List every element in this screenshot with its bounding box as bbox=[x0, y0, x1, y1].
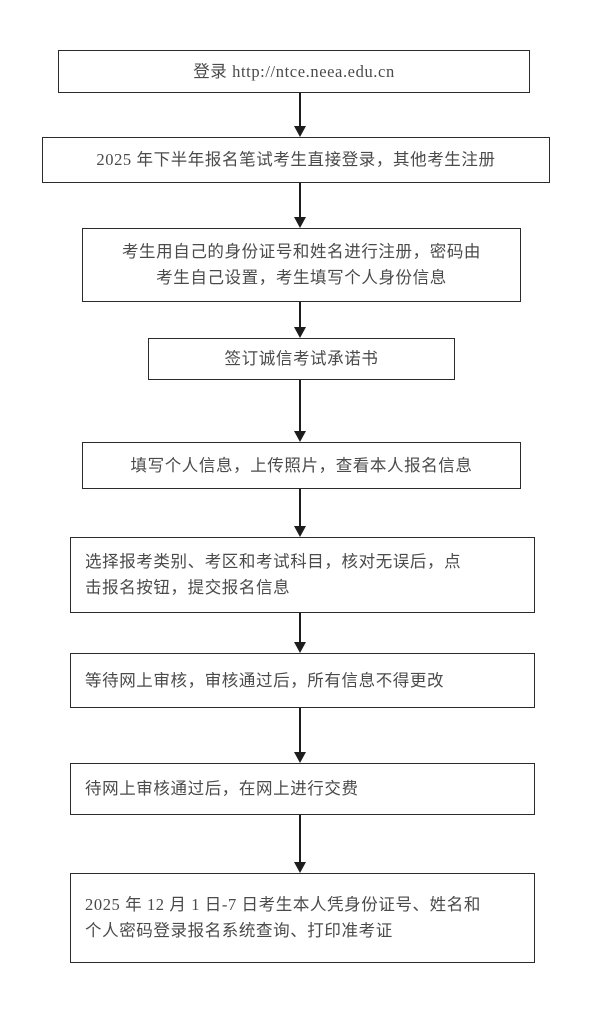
arrow-head-icon bbox=[293, 526, 306, 537]
arrow-head-icon bbox=[293, 642, 306, 653]
flowchart-node-select-category-and-submit: 选择报考类别、考区和考试科目，核对无误后，点 击报名按钮，提交报名信息 bbox=[70, 537, 535, 613]
arrow-step3-to-step4 bbox=[290, 302, 310, 338]
flowchart-node-wait-online-review: 等待网上审核，审核通过后，所有信息不得更改 bbox=[70, 653, 535, 708]
node-label: 2025 年 12 月 1 日-7 日考生本人凭身份证号、姓名和 个人密码登录报… bbox=[85, 895, 481, 940]
arrow-shaft bbox=[299, 489, 301, 527]
arrow-head-icon bbox=[293, 431, 306, 442]
node-label: 考生用自己的身份证号和姓名进行注册，密码由 考生自己设置，考生填写个人身份信息 bbox=[121, 242, 482, 287]
arrow-head-icon bbox=[293, 217, 306, 228]
flowchart-node-print-admission-ticket: 2025 年 12 月 1 日-7 日考生本人凭身份证号、姓名和 个人密码登录报… bbox=[70, 873, 535, 963]
node-label: 签订诚信考试承诺书 bbox=[224, 349, 379, 369]
arrow-head-icon bbox=[293, 752, 306, 763]
node-label: 待网上审核通过后，在网上进行交费 bbox=[85, 779, 359, 799]
arrow-step5-to-step6 bbox=[290, 489, 310, 537]
arrow-step7-to-step8 bbox=[290, 708, 310, 763]
arrow-shaft bbox=[299, 93, 301, 127]
flowchart-node-register-identity: 考生用自己的身份证号和姓名进行注册，密码由 考生自己设置，考生填写个人身份信息 bbox=[82, 228, 521, 302]
arrow-step8-to-step9 bbox=[290, 815, 310, 873]
arrow-step4-to-step5 bbox=[290, 380, 310, 442]
arrow-shaft bbox=[299, 302, 301, 328]
flowchart-node-online-payment: 待网上审核通过后，在网上进行交费 bbox=[70, 763, 535, 815]
node-label: 填写个人信息，上传照片，查看本人报名信息 bbox=[130, 455, 473, 475]
arrow-shaft bbox=[299, 380, 301, 432]
arrow-head-icon bbox=[293, 327, 306, 338]
arrow-head-icon bbox=[293, 862, 306, 873]
arrow-shaft bbox=[299, 708, 301, 753]
arrow-step1-to-step2 bbox=[290, 93, 310, 137]
arrow-step2-to-step3 bbox=[290, 183, 310, 228]
flowchart-node-login-or-register: 2025 年下半年报名笔试考生直接登录，其他考生注册 bbox=[42, 137, 550, 183]
node-label: 2025 年下半年报名笔试考生直接登录，其他考生注册 bbox=[96, 150, 496, 170]
arrow-shaft bbox=[299, 183, 301, 218]
arrow-head-icon bbox=[293, 126, 306, 137]
arrow-shaft bbox=[299, 815, 301, 863]
arrow-step6-to-step7 bbox=[290, 613, 310, 653]
node-label: 登录 http://ntce.neea.edu.cn bbox=[193, 61, 395, 81]
flowchart-node-sign-integrity-pledge: 签订诚信考试承诺书 bbox=[148, 338, 455, 380]
node-label: 选择报考类别、考区和考试科目，核对无误后，点 击报名按钮，提交报名信息 bbox=[85, 552, 462, 597]
arrow-shaft bbox=[299, 613, 301, 643]
flowchart-node-fill-personal-info: 填写个人信息，上传照片，查看本人报名信息 bbox=[82, 442, 521, 489]
flowchart-node-login-url: 登录 http://ntce.neea.edu.cn bbox=[58, 50, 530, 93]
node-label: 等待网上审核，审核通过后，所有信息不得更改 bbox=[85, 670, 445, 690]
